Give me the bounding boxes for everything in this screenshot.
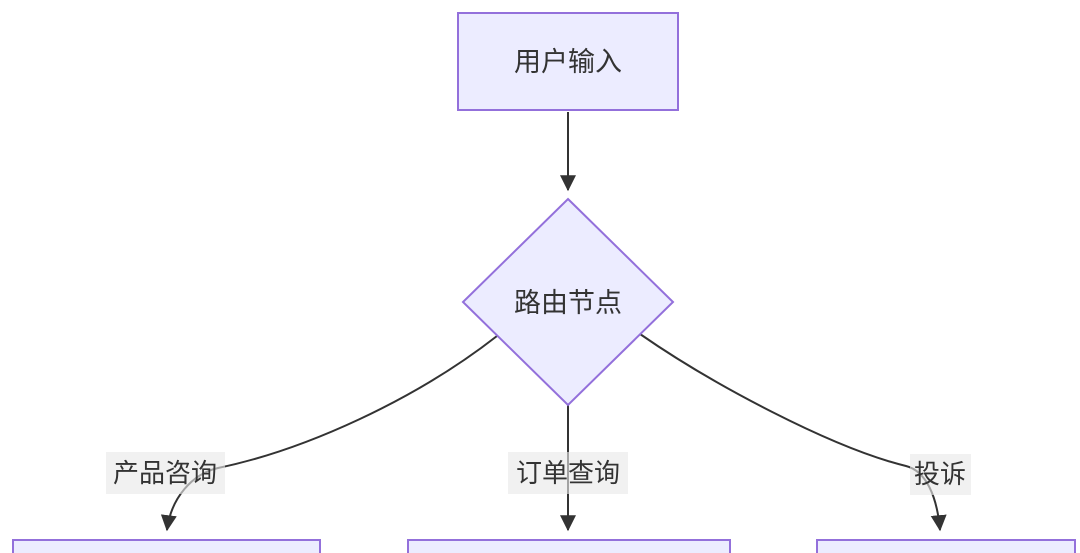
edge-label-text: 产品咨询	[113, 458, 217, 488]
edge-label-complaint: 投诉	[910, 454, 971, 495]
edge-label-layer: 产品咨询 订单查询 投诉	[106, 452, 971, 495]
edge-router-to-branch-left	[160, 335, 498, 532]
edge-label-text: 订单查询	[516, 458, 620, 488]
node-branch-left	[12, 539, 321, 553]
node-branch-middle-shape	[407, 539, 731, 553]
node-layer: 用户输入 路由节点	[12, 12, 1076, 553]
node-router-shape	[461, 197, 675, 407]
node-branch-right-shape	[816, 539, 1076, 553]
node-branch-left-shape	[12, 539, 321, 553]
edge-label-text: 投诉	[914, 459, 966, 489]
node-branch-right	[816, 539, 1076, 553]
node-user-input-shape	[457, 12, 679, 111]
node-router-label: 路由节点	[514, 288, 622, 318]
node-router: 路由节点	[461, 197, 675, 407]
edge-label-product-inquiry: 产品咨询	[106, 452, 225, 494]
node-user-input: 用户输入	[457, 12, 679, 111]
edge-router-to-branch-right	[639, 333, 947, 532]
edge-label-bg	[106, 452, 225, 494]
edge-label-bg	[508, 452, 628, 494]
node-branch-middle	[407, 539, 731, 553]
edge-label-bg	[910, 454, 971, 495]
edge-label-order-query: 订单查询	[508, 452, 628, 494]
node-user-input-label: 用户输入	[514, 47, 622, 77]
